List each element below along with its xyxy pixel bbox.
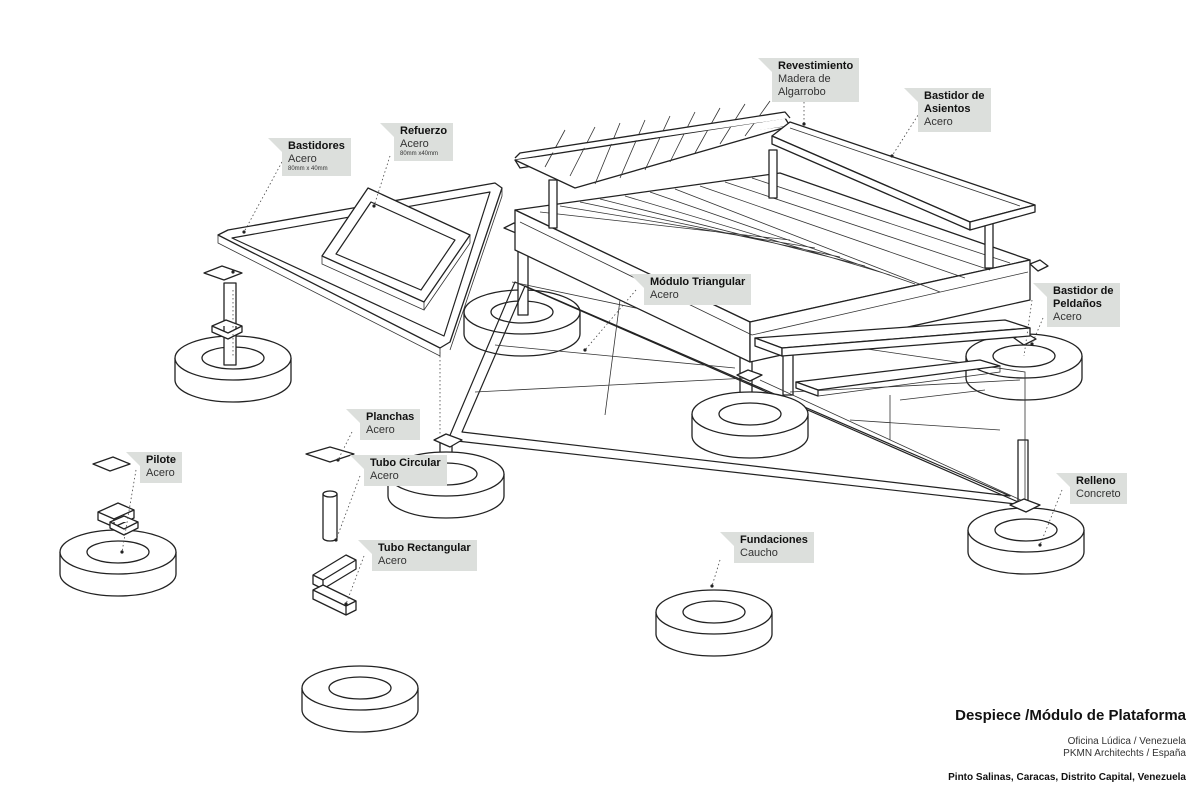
label-relleno: Relleno Concreto: [1056, 473, 1127, 504]
label-title-line2: Asientos: [924, 103, 971, 115]
pile-caps: [433, 222, 1049, 513]
credit-pkmn: PKMN Architechts / España: [1063, 748, 1186, 759]
label-title: Planchas: [366, 411, 415, 423]
label-bastidor-peldanos: Bastidor de Peldaños Acero: [1033, 283, 1120, 327]
label-title: Revestimiento: [778, 60, 854, 72]
label-title: Bastidores: [288, 140, 345, 152]
label-title: Refuerzo: [400, 125, 448, 137]
label-material: Acero: [366, 424, 395, 436]
label-fundaciones: Fundaciones Caucho: [720, 532, 814, 563]
label-title: Relleno: [1076, 475, 1116, 487]
label-material: Madera de: [778, 73, 831, 85]
reinforcement-frame-refuerzo: [321, 187, 471, 311]
label-material: Acero: [400, 138, 429, 150]
title-block: Despiece /Módulo de Plataforma Oficina L…: [948, 707, 1186, 783]
label-material: Acero: [288, 153, 317, 165]
label-bastidores: Bastidores Acero 80mm x 40mm: [268, 138, 351, 176]
deck-platform: [514, 100, 1036, 363]
tube-parts: [305, 446, 357, 616]
tire-center: [691, 391, 809, 459]
step-frame-peldanos: [754, 319, 1031, 397]
label-refuerzo: Refuerzo Acero 80mm x40mm: [379, 123, 454, 161]
label-planchas: Planchas Acero: [345, 409, 421, 440]
tire-pilote: [59, 529, 177, 597]
label-material: Acero: [650, 289, 679, 301]
label-title: Fundaciones: [740, 534, 808, 546]
label-dimensions: 80mm x 40mm: [288, 166, 328, 172]
label-material: Acero: [370, 470, 399, 482]
label-title: Módulo Triangular: [650, 276, 746, 288]
label-title: Bastidor de: [1053, 285, 1114, 297]
label-title: Pilote: [146, 454, 176, 466]
tire-right: [967, 507, 1085, 575]
label-title: Tubo Rectangular: [378, 542, 471, 554]
label-material: Concreto: [1076, 488, 1121, 500]
label-modulo-triangular: Módulo Triangular Acero: [629, 274, 752, 305]
location-text: Pinto Salinas, Caracas, Distrito Capital…: [948, 772, 1186, 783]
label-material: Acero: [1053, 311, 1082, 323]
label-bastidor-asientos: Bastidor de Asientos Acero: [904, 88, 991, 132]
pilote-parts: [59, 456, 177, 597]
leader-dots: [120, 122, 1042, 606]
label-title: Tubo Circular: [370, 457, 441, 469]
label-title-line2: Peldaños: [1053, 298, 1102, 310]
label-material: Acero: [146, 467, 175, 479]
credit-oficina-ludica: Oficina Lúdica / Venezuela: [1067, 736, 1186, 747]
label-tubo-rectangular: Tubo Rectangular Acero: [358, 540, 477, 571]
drawing-title: Despiece /Módulo de Plataforma: [955, 707, 1186, 724]
tire-foundation: [655, 589, 773, 657]
label-pilote: Pilote Acero: [126, 452, 182, 483]
label-material: Caucho: [740, 547, 778, 559]
label-revestimiento: Revestimiento Madera de Algarrobo: [757, 58, 860, 102]
label-material: Acero: [378, 555, 407, 567]
label-dimensions: 80mm x40mm: [400, 151, 439, 157]
label-material-line2: Algarrobo: [778, 86, 826, 98]
label-material: Acero: [924, 116, 953, 128]
label-tubo-circular: Tubo Circular Acero: [350, 455, 447, 486]
leader-lines: [121, 98, 1063, 605]
label-title: Bastidor de: [924, 90, 985, 102]
tire-bottom-left: [301, 665, 419, 733]
